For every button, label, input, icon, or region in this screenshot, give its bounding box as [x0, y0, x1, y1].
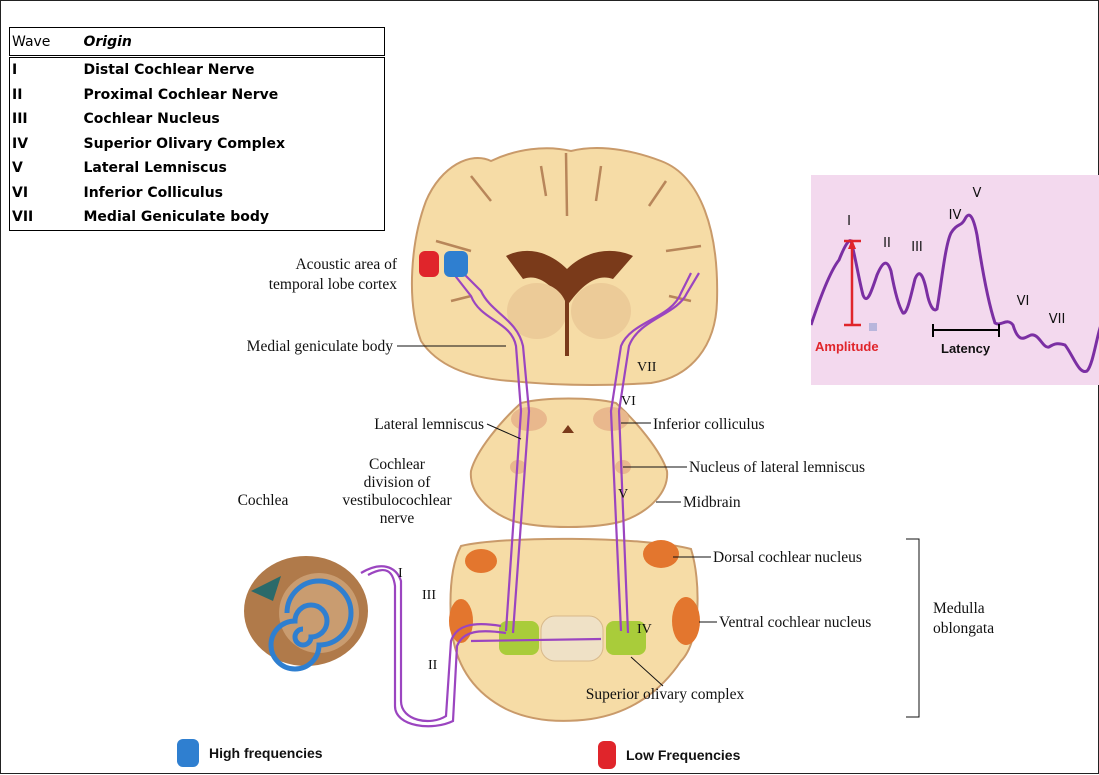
amplitude-marker — [869, 323, 877, 331]
cochlea-illustration — [244, 556, 368, 669]
legend-high-swatch — [177, 739, 199, 767]
legend-low-swatch — [598, 741, 616, 769]
acoustic-area-label-2: temporal lobe cortex — [269, 276, 398, 293]
abr-label-i: I — [847, 214, 851, 229]
legend-low-frequencies: Low Frequencies — [598, 741, 740, 769]
dorsal-cochlear-label: Dorsal cochlear nucleus — [713, 549, 862, 566]
high-frequency-marker — [444, 251, 468, 277]
medulla-label-2: oblongata — [933, 620, 994, 637]
abr-waveform: I II III IV V VI VII Amplitude Latency — [811, 175, 1099, 385]
cochlear-division-label-2: division of — [364, 474, 432, 491]
abr-waveform-panel: I II III IV V VI VII Amplitude Latency — [811, 175, 1099, 385]
midbrain-label: Midbrain — [683, 494, 741, 511]
nucleus-lateral-lemniscus-label: Nucleus of lateral lemniscus — [689, 459, 865, 476]
legend-high-label: High frequencies — [209, 745, 323, 761]
marker-vii: VII — [637, 360, 657, 375]
marker-ii: II — [428, 658, 438, 673]
abr-label-iii: III — [911, 240, 923, 255]
marker-iii: III — [422, 588, 436, 603]
inferior-colliculus-label: Inferior colliculus — [653, 416, 764, 433]
midbrain-section — [471, 399, 667, 528]
superior-olivary-label: Superior olivary complex — [586, 686, 745, 703]
cochlear-division-label-4: nerve — [380, 510, 415, 527]
cochlear-division-label-3: vestibulocochlear — [342, 492, 452, 509]
amplitude-label: Amplitude — [815, 339, 879, 354]
acoustic-area-label-1: Acoustic area of — [295, 256, 397, 273]
abr-label-vii: VII — [1049, 312, 1066, 327]
latency-label: Latency — [941, 341, 991, 356]
legend-high-frequencies: High frequencies — [177, 739, 323, 767]
medial-geniculate-label: Medial geniculate body — [247, 338, 394, 355]
marker-v: V — [618, 487, 628, 502]
abr-label-v: V — [973, 186, 982, 201]
abr-label-iv: IV — [949, 208, 962, 223]
abr-label-ii: II — [883, 236, 891, 251]
cochlea-label: Cochlea — [238, 492, 289, 509]
abr-label-vi: VI — [1017, 294, 1030, 309]
ventral-cochlear-label: Ventral cochlear nucleus — [719, 614, 871, 631]
marker-vi: VI — [621, 394, 636, 409]
medulla-label-1: Medulla — [933, 600, 985, 617]
legend-low-label: Low Frequencies — [626, 747, 740, 763]
marker-i: I — [398, 566, 403, 581]
cochlear-division-label-1: Cochlear — [369, 456, 426, 473]
low-frequency-marker — [419, 251, 439, 277]
marker-iv: IV — [637, 622, 652, 637]
lateral-lemniscus-label: Lateral lemniscus — [374, 416, 484, 433]
